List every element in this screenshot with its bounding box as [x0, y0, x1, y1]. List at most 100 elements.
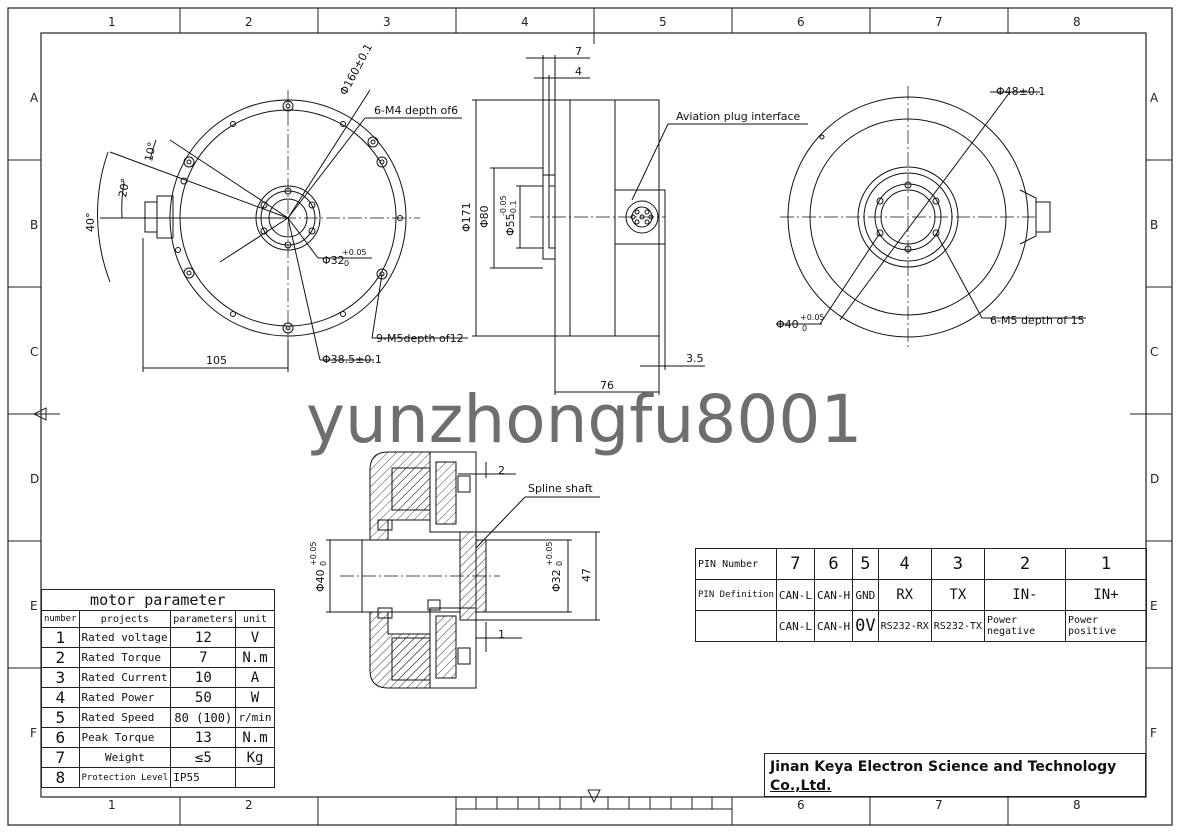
- row-unit: Kg: [235, 747, 275, 768]
- pin-number: 6: [813, 548, 854, 580]
- dim-label: Φ80: [478, 205, 491, 228]
- centering-mark-bottom: [587, 789, 601, 804]
- row-number: 2: [41, 647, 80, 668]
- dim-label: 47: [580, 568, 593, 582]
- centering-mark-left: [32, 407, 47, 421]
- col-label: 7: [935, 15, 943, 29]
- dim-label: Φ40: [314, 569, 327, 592]
- row-unit: W: [235, 687, 275, 708]
- row-label: E: [1150, 599, 1158, 613]
- pin-definition: TX: [930, 579, 985, 611]
- pin-description: RS232-RX: [877, 610, 932, 642]
- row-number: 6: [41, 727, 80, 748]
- pin-description-label: [695, 610, 777, 642]
- row-project: Protection Level: [78, 767, 172, 788]
- dim-label: 6-M4 depth of6: [374, 104, 458, 117]
- row-number: 7: [41, 747, 80, 768]
- row-label: B: [30, 218, 38, 232]
- pin-definition: CAN-L: [775, 579, 815, 611]
- header-number: number: [41, 610, 80, 628]
- row-number: 8: [41, 767, 80, 788]
- watermark: yunzhongfu8001: [306, 381, 862, 458]
- row-label: F: [30, 726, 37, 740]
- dim-label: 7: [575, 45, 582, 58]
- dim-tolerance: -0.05: [499, 195, 508, 216]
- row-number: 3: [41, 667, 80, 688]
- dim-tolerance: -0.1: [509, 200, 518, 216]
- row-project: Rated Power: [78, 687, 172, 708]
- row-parameter: 7: [170, 647, 237, 668]
- col-label: 3: [383, 15, 391, 29]
- col-label: 2: [245, 798, 253, 812]
- motor-parameter-title: motor parameter: [41, 589, 275, 611]
- row-unit: A: [235, 667, 275, 688]
- col-label: 8: [1073, 15, 1081, 29]
- side-view: [472, 55, 808, 395]
- pin-description: CAN-L: [775, 610, 815, 642]
- col-label: 8: [1073, 798, 1081, 812]
- grid-labels: 1 2 3 4 5 6 7 8 1 2 6 7 8 A B C D E F A …: [30, 15, 1159, 812]
- dimension-labels: Φ160±0.1 6-M4 depth of6 10° 20° 40° Φ32 …: [84, 42, 1085, 641]
- row-unit: [235, 767, 275, 788]
- pin-definition: IN+: [1064, 579, 1148, 611]
- row-project: Rated Current: [78, 667, 172, 688]
- row-number: 4: [41, 687, 80, 708]
- dim-tolerance: 0: [555, 561, 564, 566]
- dim-label: 4: [575, 65, 582, 78]
- dim-label: Φ38.5±0.1: [322, 353, 382, 366]
- pin-description-row: CAN-L CAN-H 0V RS232-RX RS232-TX Power n…: [695, 610, 1148, 642]
- row-parameter: 12: [170, 627, 237, 648]
- pin-number: 5: [852, 548, 879, 580]
- pin-definition: RX: [877, 579, 932, 611]
- row-unit: N.m: [235, 647, 275, 668]
- dim-label: 20°: [116, 177, 132, 198]
- front-view: [97, 89, 468, 372]
- row-label: F: [1150, 726, 1157, 740]
- dim-label: Φ32: [322, 254, 345, 267]
- col-label: 5: [659, 15, 667, 29]
- dim-tolerance: +0.05: [342, 248, 367, 257]
- dim-label: 76: [600, 379, 614, 392]
- header-projects: projects: [78, 610, 172, 628]
- row-label: A: [1150, 91, 1159, 105]
- col-label: 2: [245, 15, 253, 29]
- rear-view: [776, 86, 1086, 348]
- row-project: Weight: [78, 747, 172, 768]
- row-label: D: [1150, 472, 1159, 486]
- pin-description: Power positive: [1064, 610, 1148, 642]
- company-name-line2: Co.,Ltd.: [770, 778, 832, 794]
- dim-tolerance: 0: [802, 324, 807, 333]
- pin-description: 0V: [852, 610, 879, 642]
- col-label: 4: [521, 15, 529, 29]
- dim-tolerance: +0.05: [309, 541, 318, 566]
- dim-label: Φ171: [460, 202, 473, 232]
- row-number: 1: [41, 627, 80, 648]
- col-label: 6: [797, 798, 805, 812]
- pin-number: 1: [1064, 548, 1148, 580]
- row-project: Rated Torque: [78, 647, 172, 668]
- col-label: 6: [797, 15, 805, 29]
- dim-label: 3.5: [686, 352, 704, 365]
- row-project: Peak Torque: [78, 727, 172, 748]
- scale-bar: [455, 796, 733, 810]
- dim-label: Φ32: [550, 569, 563, 592]
- row-parameter: 10: [170, 667, 237, 688]
- col-label: 7: [935, 798, 943, 812]
- dim-label: Φ40: [776, 318, 799, 331]
- dim-tolerance: +0.05: [800, 313, 825, 322]
- row-parameter: IP55: [170, 767, 237, 788]
- row-parameter: 13: [170, 727, 237, 748]
- row-label: C: [30, 345, 38, 359]
- row-project: Rated Speed: [78, 707, 172, 728]
- pin-definition: CAN-H: [813, 579, 854, 611]
- motor-parameter-table: motor parameter number projects paramete…: [41, 589, 275, 788]
- dim-label: 9-M5depth of12: [376, 332, 464, 345]
- dim-label: 40°: [84, 213, 97, 233]
